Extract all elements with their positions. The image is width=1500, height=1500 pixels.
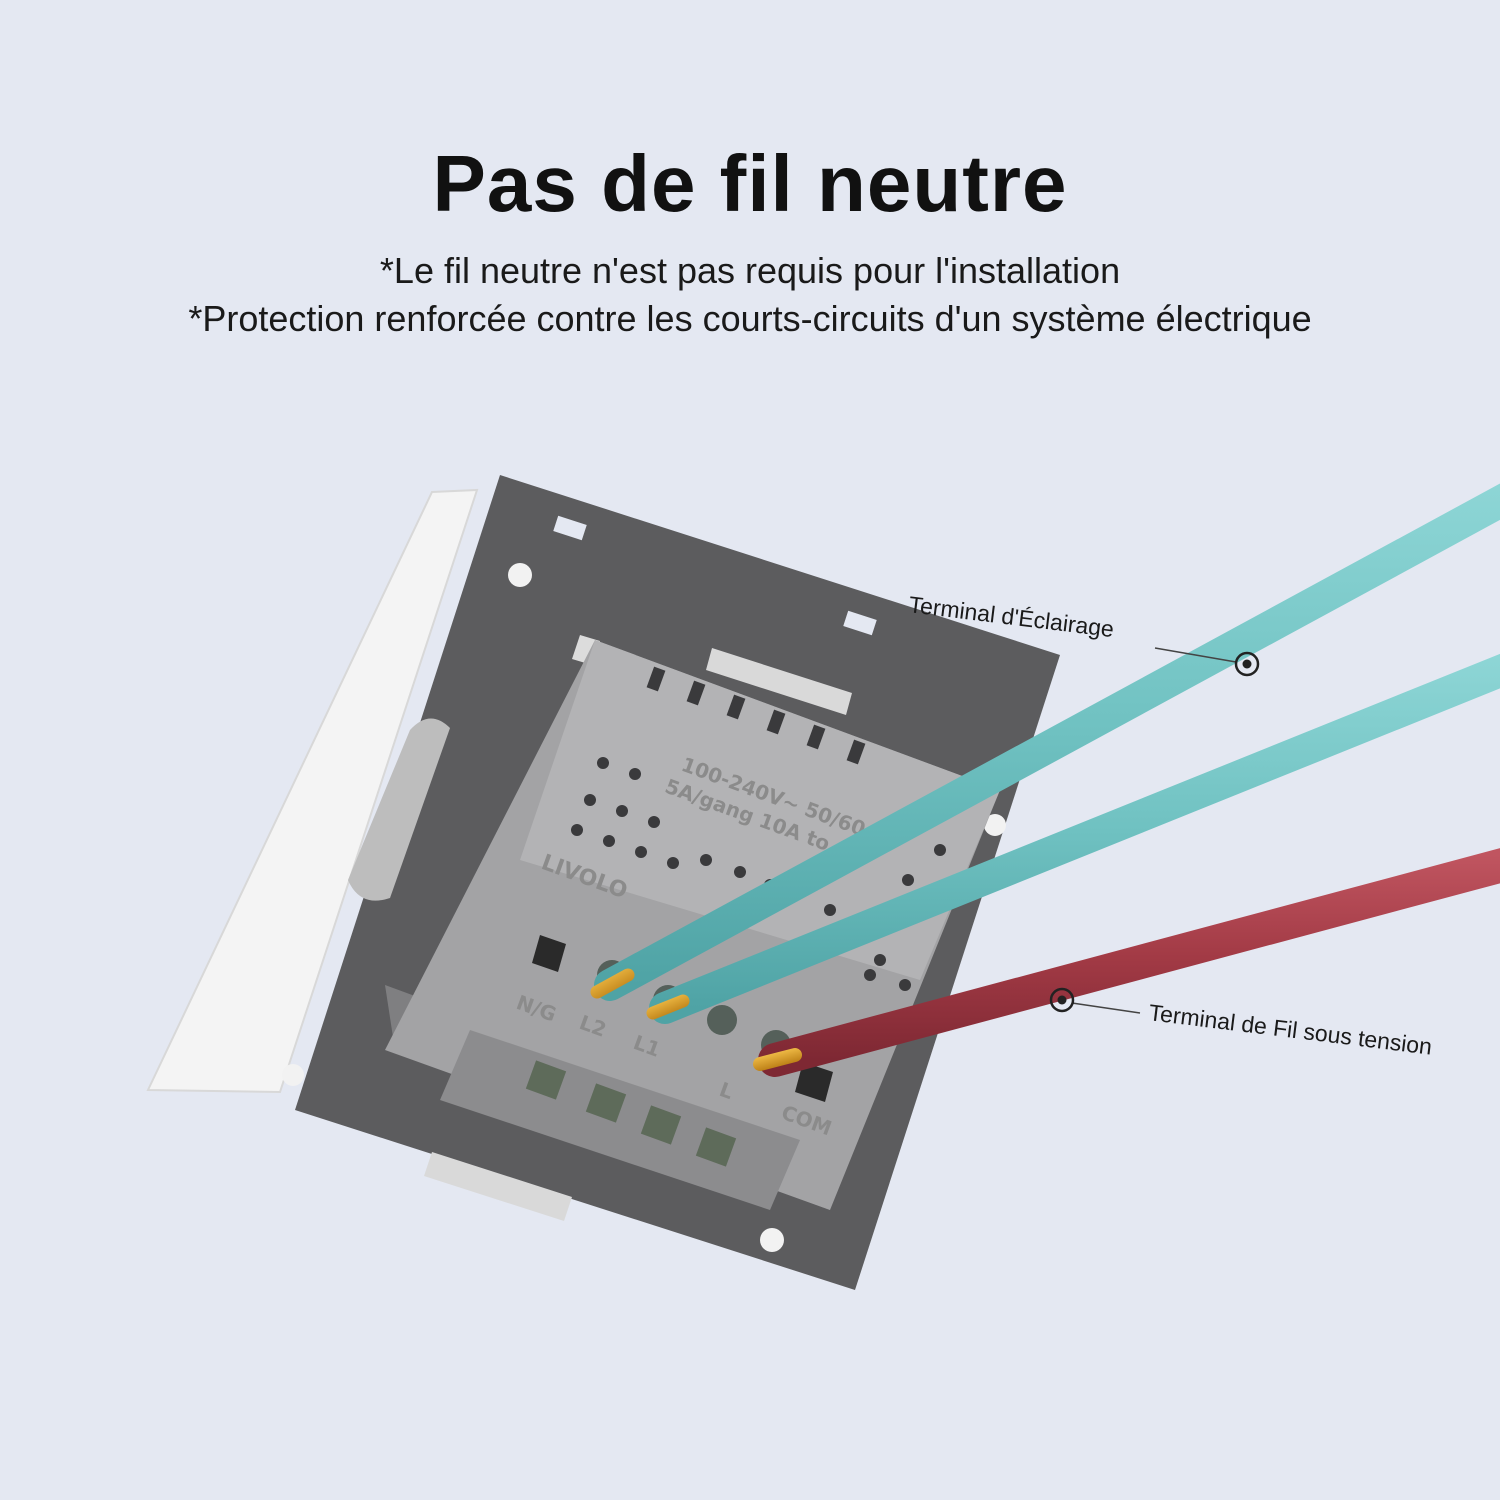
switch-module-top-face (520, 640, 1000, 980)
subtitle-short-circuit-protection: *Protection renforcée contre les courts-… (188, 298, 1312, 339)
glass-panel-edge (146, 488, 479, 1094)
plate-notches (453, 515, 877, 1296)
lighting-wire-upper-core (590, 968, 635, 999)
lighting-wire-upper (594, 483, 1500, 1001)
live-wire-core (753, 1048, 802, 1071)
subtitle-neutral-not-required: *Le fil neutre n'est pas requis pour l'i… (379, 250, 1121, 291)
callout-live-terminal: Terminal de Fil sous tension (1049, 987, 1434, 1060)
mounting-slots (348, 635, 852, 1221)
lighting-wire-lower-core (646, 994, 690, 1020)
terminal-block (440, 1030, 800, 1210)
callout-live-terminal-label: Terminal de Fil sous tension (1147, 999, 1433, 1060)
live-wire (758, 848, 1500, 1077)
page-title: Pas de fil neutre (432, 139, 1068, 228)
mounting-holes (282, 563, 1006, 1252)
lighting-wire-lower (649, 653, 1500, 1024)
module-top-slots (646, 666, 866, 765)
